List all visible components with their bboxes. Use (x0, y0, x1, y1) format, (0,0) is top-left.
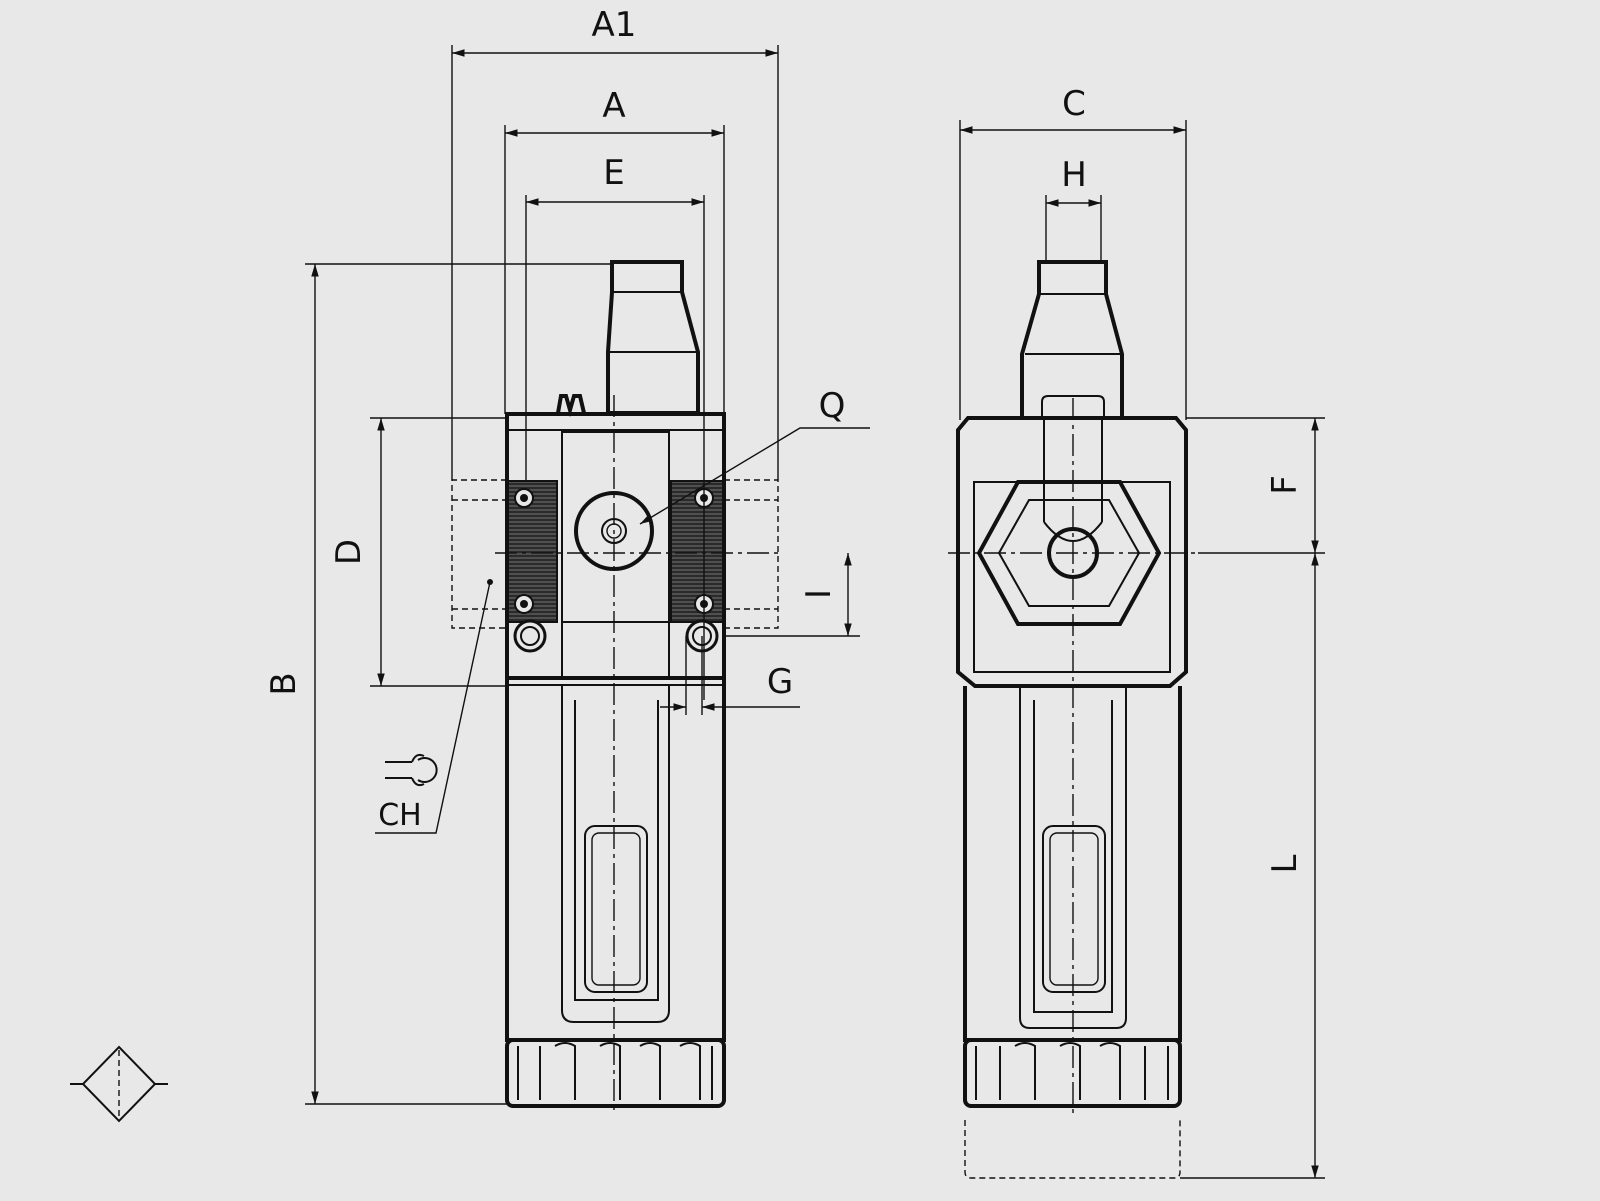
side-view (948, 260, 1198, 1179)
label-i: I (799, 589, 839, 599)
left-hole (513, 619, 547, 653)
front-ring (505, 1038, 726, 1108)
label-b: B (264, 672, 304, 695)
label-c: C (1062, 84, 1086, 124)
label-h: H (1061, 155, 1087, 195)
side-spigot (1020, 260, 1124, 420)
front-bowl (505, 678, 726, 1042)
front-sight-glass (584, 825, 648, 993)
filter-symbol-icon (70, 1045, 168, 1123)
label-d: D (329, 539, 369, 565)
side-sight-glass (1042, 825, 1106, 993)
label-e: E (603, 153, 624, 193)
label-a: A (602, 86, 625, 126)
front-head (505, 412, 726, 680)
front-view (451, 260, 782, 1114)
dimension-lines (305, 45, 1325, 1179)
front-mounting-outline (451, 479, 779, 629)
side-head (956, 416, 1188, 688)
label-l: L (1265, 854, 1305, 873)
label-q: Q (819, 386, 846, 426)
wrench-icon (385, 753, 438, 787)
front-knob (556, 394, 586, 418)
label-a1: A1 (592, 5, 637, 45)
front-spigot (606, 260, 700, 415)
label-f: F (1265, 475, 1305, 495)
side-bowl-clearance (964, 1120, 1181, 1179)
label-g: G (767, 662, 793, 702)
label-ch: CH (378, 798, 422, 833)
